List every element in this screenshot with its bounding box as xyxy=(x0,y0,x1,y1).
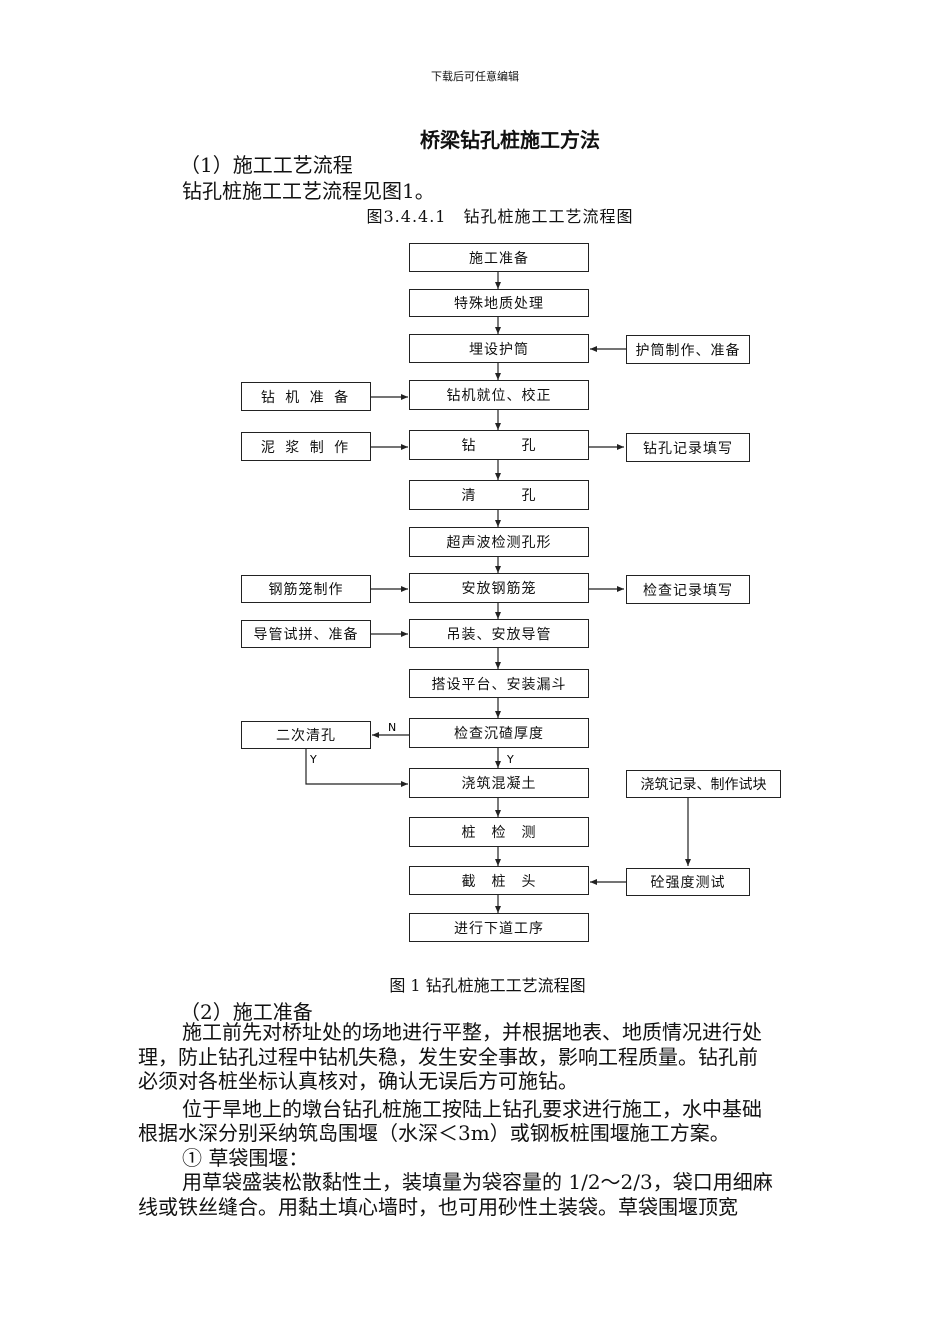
paragraph-line: 施工前先对桥址处的场地进行平整，并根据地表、地质情况进行处 xyxy=(182,1020,762,1044)
step-construction-preparation: 施工准备 xyxy=(409,243,589,272)
right-drilling-record: 钻孔记录填写 xyxy=(626,433,750,462)
label-yes-main: Y xyxy=(506,753,514,766)
right-strength-test: 砼强度测试 xyxy=(626,868,750,896)
paragraph-line: 用草袋盛装松散黏性土，装填量为袋容量的 1/2～2/3，袋口用细麻 xyxy=(182,1170,773,1194)
left-rig-preparation: 钻 机 准 备 xyxy=(241,382,371,411)
step-pile-testing: 桩 检 测 xyxy=(409,817,589,847)
figure-caption: 图 1 钻孔桩施工工艺流程图 xyxy=(389,976,586,995)
section-2-heading: （2）施工准备 xyxy=(180,1000,313,1024)
paragraph-line: 位于旱地上的墩台钻孔桩施工按陆上钻孔要求进行施工，水中基础 xyxy=(182,1097,762,1121)
step-rig-position: 钻机就位、校正 xyxy=(409,380,589,410)
subheading-grass-bag-cofferdam: ① 草袋围堰： xyxy=(182,1146,309,1170)
step-check-sediment: 检查沉碴厚度 xyxy=(409,718,589,748)
left-mud-making: 泥 浆 制 作 xyxy=(241,432,371,461)
step-hole-cleaning: 清 孔 xyxy=(409,480,589,510)
figure-title: 图3.4.4.1 钻孔桩施工工艺流程图 xyxy=(366,207,634,226)
label-yes-left: Y xyxy=(309,753,317,766)
step-bury-casing: 埋设护筒 xyxy=(409,334,589,363)
step-cut-pile-head: 截 桩 头 xyxy=(409,866,589,895)
paragraph-line: 必须对各桩坐标认真核对，确认无误后方可施钻。 xyxy=(138,1069,578,1093)
step-pour-concrete: 浇筑混凝土 xyxy=(409,768,589,798)
paragraph-line: 线或铁丝缝合。用黏土填心墙时，也可用砂性土装袋。草袋围堰顶宽 xyxy=(138,1195,738,1219)
step-special-geology: 特殊地质处理 xyxy=(409,289,589,317)
step-platform-funnel: 搭设平台、安装漏斗 xyxy=(409,669,589,698)
paragraph-line: 理，防止钻孔过程中钻机失稳，发生安全事故，影响工程质量。钻孔前 xyxy=(138,1045,758,1069)
section-1-heading: （1）施工工艺流程 xyxy=(180,153,353,177)
step-next-procedure: 进行下道工序 xyxy=(409,913,589,942)
page-header: 下载后可任意编辑 xyxy=(431,70,519,83)
step-drilling: 钻 孔 xyxy=(409,430,589,460)
right-pouring-record: 浇筑记录、制作试块 xyxy=(626,770,781,798)
label-no: N xyxy=(388,721,396,734)
step-ultrasonic-check: 超声波检测孔形 xyxy=(409,527,589,557)
section-1-text: 钻孔桩施工工艺流程见图1。 xyxy=(182,179,435,203)
right-casing-preparation: 护筒制作、准备 xyxy=(626,335,750,364)
paragraph-line: 根据水深分别采纳筑岛围堰（水深＜3m）或钢板桩围堰施工方案。 xyxy=(138,1121,730,1145)
left-tremie-trial: 导管试拼、准备 xyxy=(241,620,371,648)
left-cage-fabrication: 钢筋笼制作 xyxy=(241,575,371,603)
left-second-cleaning: 二次清孔 xyxy=(241,721,371,749)
step-place-cage: 安放钢筋笼 xyxy=(409,573,589,603)
step-install-tremie: 吊装、安放导管 xyxy=(409,619,589,648)
right-inspection-record: 检查记录填写 xyxy=(626,575,750,604)
document-title: 桥梁钻孔桩施工方法 xyxy=(420,128,600,152)
